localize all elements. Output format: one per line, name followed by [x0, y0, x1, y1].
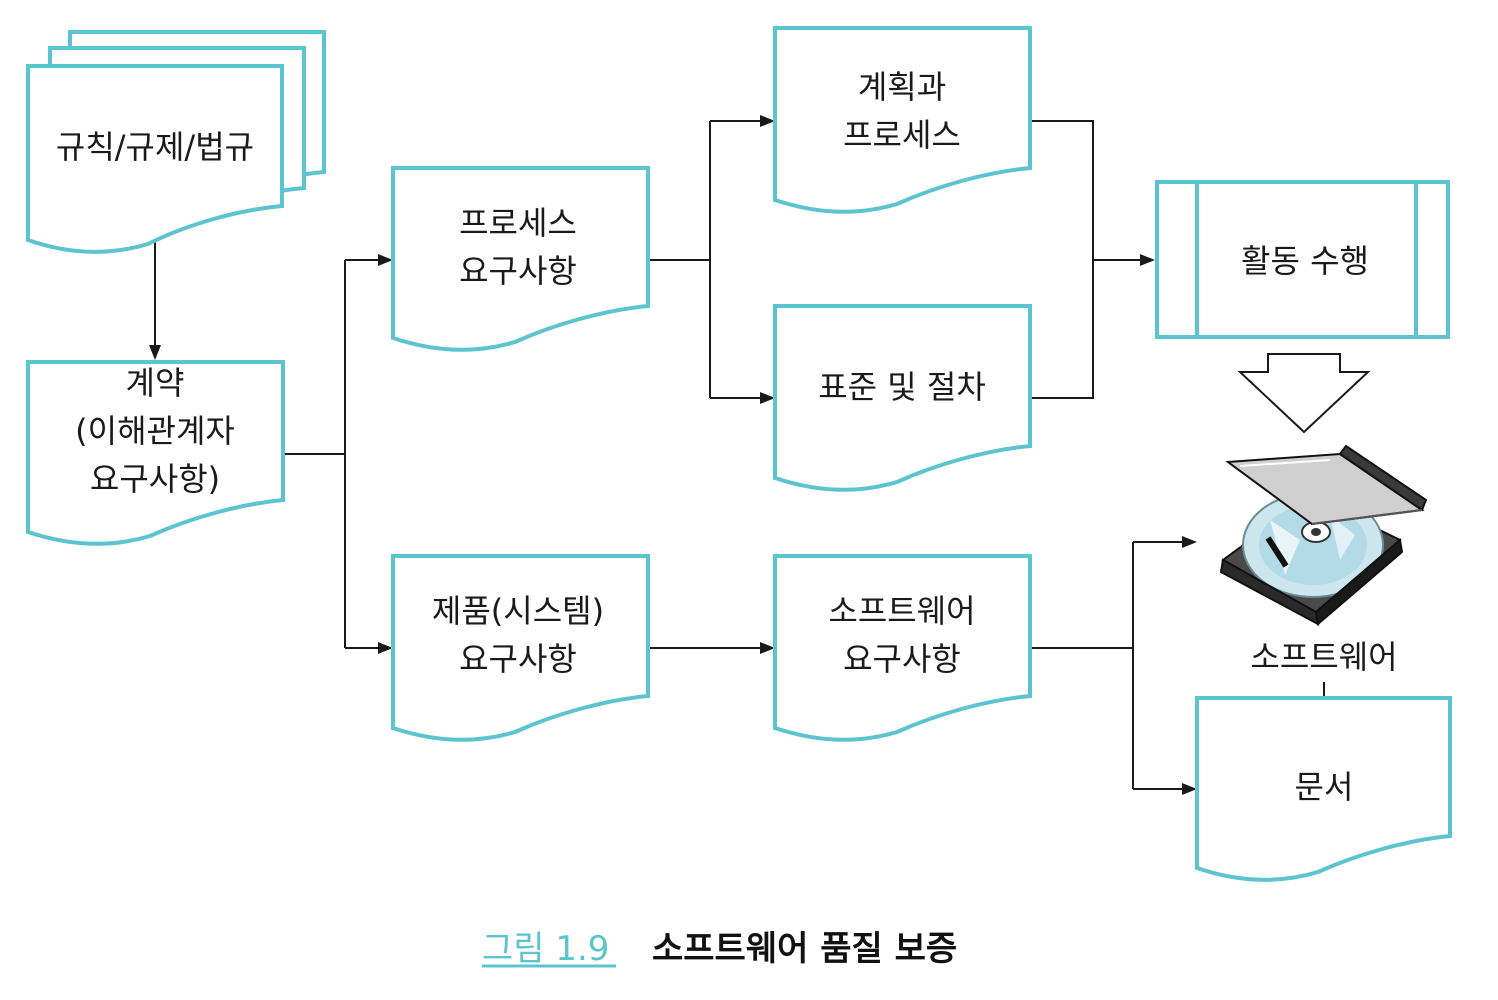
contract-label-line1: 계약 [126, 364, 185, 402]
contract-label-line2: (이해관계자 [75, 412, 235, 450]
document-shape [391, 554, 650, 742]
document-shape [1195, 696, 1452, 882]
arrowhead [1140, 254, 1155, 266]
regulations-node: 규칙/규제/법규 [26, 30, 326, 254]
document-shape [773, 26, 1032, 214]
arrowhead [760, 642, 775, 654]
regulations-label: 규칙/규제/법규 [56, 128, 254, 166]
process-req-label-line1: 프로세스 [459, 204, 577, 242]
arrowhead [378, 254, 393, 266]
software-cd-case-icon [1219, 444, 1428, 626]
arrowhead [760, 392, 775, 404]
standards-label: 표준 및 절차 [818, 368, 986, 406]
connector-plans-standards-merge [1030, 120, 1140, 399]
document-stack-front [26, 64, 284, 254]
standards-procedures-node: 표준 및 절차 [773, 304, 1032, 492]
activities-node: 활동 수행 [1155, 180, 1450, 339]
documents-label: 문서 [1295, 768, 1354, 806]
product-req-label-line1: 제품(시스템) [432, 592, 604, 630]
product-req-label-line2: 요구사항 [459, 640, 577, 678]
connector-sw-req-split [1030, 542, 1134, 789]
arrowhead [378, 642, 393, 654]
arrowhead [760, 115, 775, 127]
process-requirements-node: 프로세스 요구사항 [391, 166, 650, 352]
software-requirements-node: 소프트웨어 요구사항 [773, 554, 1032, 742]
connector-contract-split [283, 260, 346, 648]
document-shape [773, 554, 1032, 742]
arrowhead [1182, 536, 1197, 548]
figure-caption: 그림 1.9 소프트웨어 품질 보증 [482, 929, 957, 969]
sw-req-label-line1: 소프트웨어 [828, 592, 975, 630]
plans-label-line1: 계획과 [858, 68, 946, 106]
document-shape [391, 166, 650, 352]
contract-label-line3: 요구사항) [90, 460, 220, 498]
software-label: 소프트웨어 [1250, 638, 1397, 676]
process-req-label-line2: 요구사항 [459, 252, 577, 290]
caption-number: 그림 1.9 [482, 929, 609, 969]
caption-title: 소프트웨어 품질 보증 [652, 929, 957, 969]
arrowhead [149, 345, 161, 360]
connector-process-req-split [648, 121, 711, 398]
plans-processes-node: 계획과 프로세스 [773, 26, 1032, 214]
arrowhead [1182, 783, 1197, 795]
contract-node: 계약 (이해관계자 요구사항) [26, 360, 285, 546]
documents-node: 문서 [1195, 696, 1452, 882]
sw-req-label-line2: 요구사항 [843, 640, 961, 678]
document-shape [26, 360, 285, 546]
down-arrow-icon [1237, 353, 1371, 434]
process-shape [1155, 180, 1450, 339]
product-requirements-node: 제품(시스템) 요구사항 [391, 554, 650, 742]
document-shape [773, 304, 1032, 492]
activities-label: 활동 수행 [1241, 242, 1369, 280]
plans-label-line2: 프로세스 [843, 116, 961, 154]
connectors [149, 115, 1325, 795]
